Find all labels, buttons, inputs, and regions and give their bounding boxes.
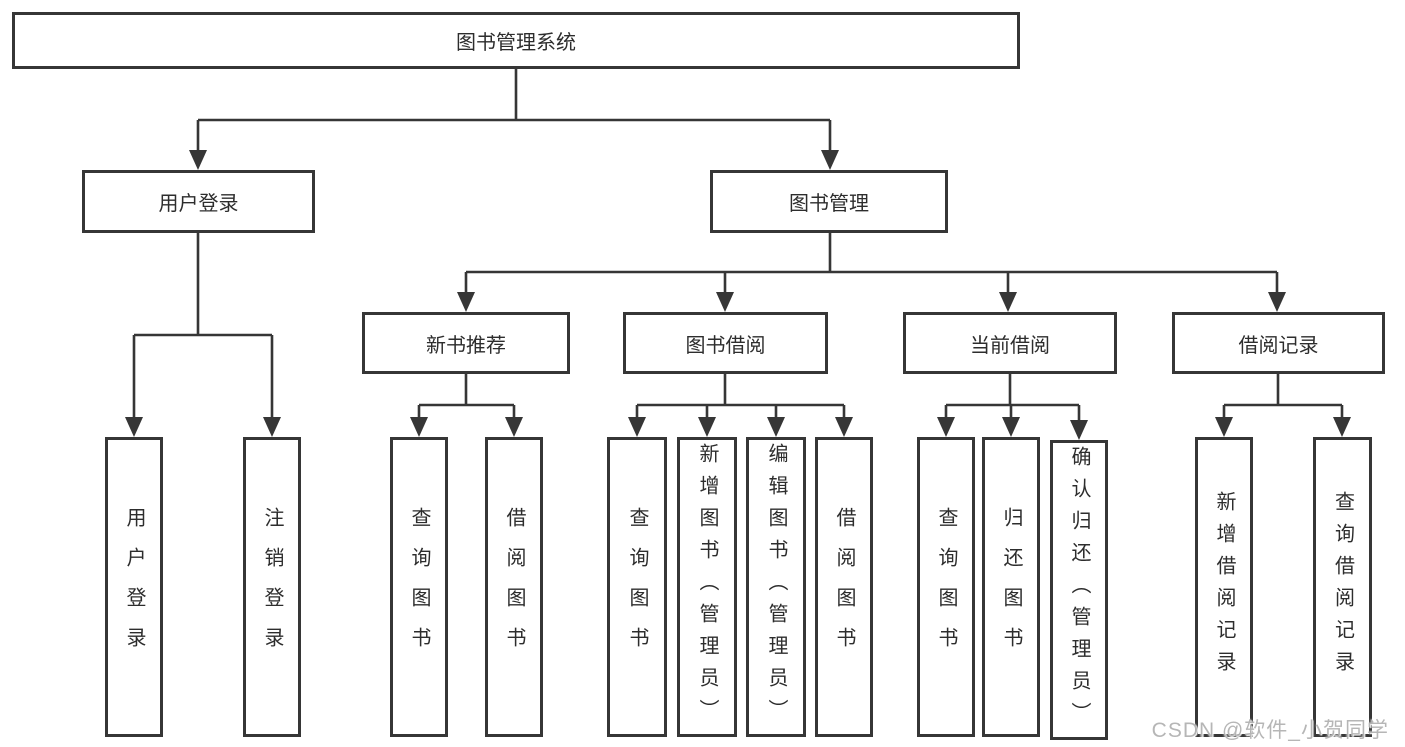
leaf-current-confirm-return-admin: 确认归还（管理员） xyxy=(1050,440,1108,740)
leaf-borrow-edit-book-admin: 编辑图书（管理员） xyxy=(746,437,806,737)
node-book-management: 图书管理 xyxy=(710,170,948,233)
arrowheads xyxy=(125,150,1351,440)
leaf-borrow-query-book: 查询图书 xyxy=(607,437,667,737)
node-book-management-label: 图书管理 xyxy=(789,193,869,215)
leaf-user-login: 用户登录 xyxy=(105,437,163,737)
node-root: 图书管理系统 xyxy=(12,12,1020,69)
node-borrow-record-label: 借阅记录 xyxy=(1238,334,1319,357)
leaf-borrow-borrow-book: 借阅图书 xyxy=(815,437,873,737)
node-borrow-record: 借阅记录 xyxy=(1172,312,1385,374)
leaf-current-query-book-label: 查询图书 xyxy=(935,507,957,667)
leaf-current-query-book: 查询图书 xyxy=(917,437,975,737)
leaf-record-add-record-label: 新增借阅记录 xyxy=(1213,491,1235,683)
leaf-logout-login: 注销登录 xyxy=(243,437,301,737)
leaf-record-query-record: 查询借阅记录 xyxy=(1313,437,1372,737)
csdn-watermark: CSDN @软件_小贺同学 xyxy=(1151,719,1389,742)
leaf-borrow-edit-book-admin-label: 编辑图书（管理员） xyxy=(765,443,787,731)
leaf-record-add-record: 新增借阅记录 xyxy=(1195,437,1253,737)
leaf-borrow-add-book-admin-label: 新增图书（管理员） xyxy=(696,443,718,731)
node-root-label: 图书管理系统 xyxy=(456,32,576,54)
node-new-book-recommend-label: 新书推荐 xyxy=(426,334,506,357)
leaf-borrow-borrow-book-label: 借阅图书 xyxy=(833,507,855,667)
leaf-record-query-record-label: 查询借阅记录 xyxy=(1331,491,1354,683)
node-user-login: 用户登录 xyxy=(82,170,315,233)
node-book-borrow-label: 图书借阅 xyxy=(685,334,766,357)
leaf-user-login-label: 用户登录 xyxy=(123,507,145,667)
node-user-login-label: 用户登录 xyxy=(158,193,239,215)
leaf-logout-login-label: 注销登录 xyxy=(261,507,283,667)
leaf-borrow-add-book-admin: 新增图书（管理员） xyxy=(677,437,737,737)
leaf-newbook-query-book-label: 查询图书 xyxy=(408,507,430,667)
node-current-borrow-label: 当前借阅 xyxy=(970,334,1050,357)
branch-lines xyxy=(132,66,1344,432)
node-book-borrow: 图书借阅 xyxy=(623,312,828,374)
leaf-current-confirm-return-admin-label: 确认归还（管理员） xyxy=(1068,446,1090,734)
leaf-current-return-book: 归还图书 xyxy=(982,437,1040,737)
leaf-newbook-borrow-book: 借阅图书 xyxy=(485,437,543,737)
leaf-current-return-book-label: 归还图书 xyxy=(1000,507,1022,667)
leaf-newbook-query-book: 查询图书 xyxy=(390,437,448,737)
leaf-borrow-query-book-label: 查询图书 xyxy=(626,507,648,667)
tree-edges xyxy=(132,66,1344,432)
node-new-book-recommend: 新书推荐 xyxy=(362,312,570,374)
leaf-newbook-borrow-book-label: 借阅图书 xyxy=(503,507,525,667)
node-current-borrow: 当前借阅 xyxy=(903,312,1117,374)
